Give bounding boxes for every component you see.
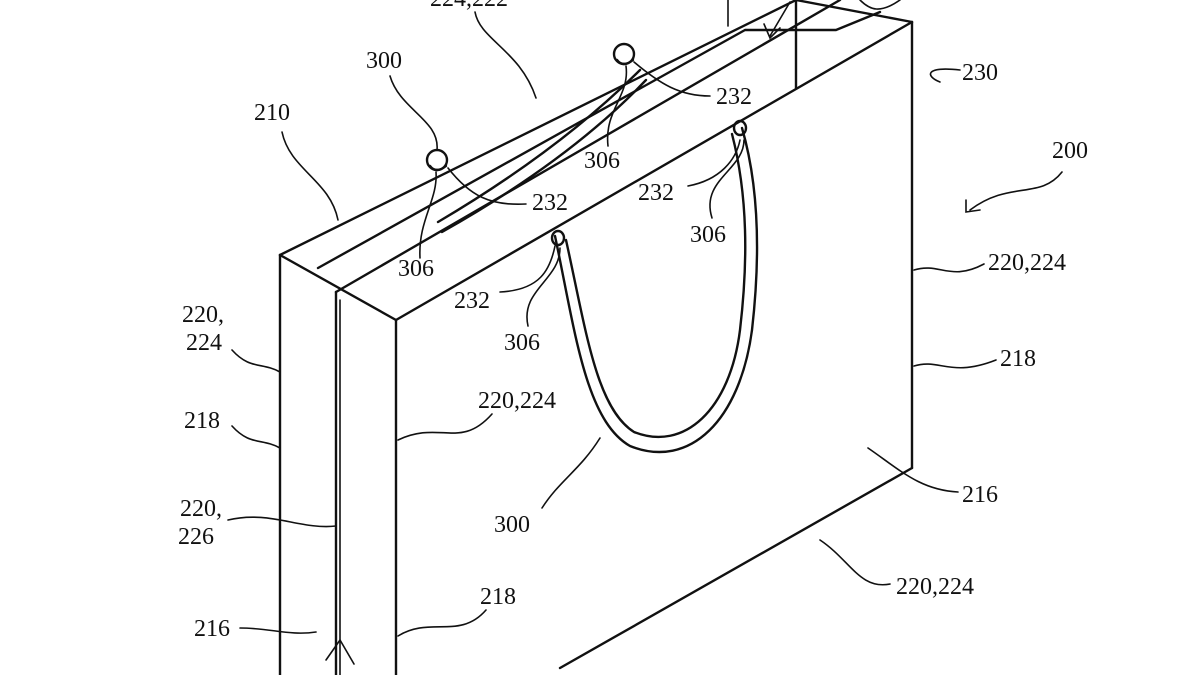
leader-arrow-down-head: [763, 23, 781, 40]
leader-232-d: [499, 245, 556, 293]
label-232-d: 232: [454, 288, 490, 314]
reference-labels: 224,222 300 210 306 232 306 232 230 200 …: [178, 0, 1088, 642]
leader-arrow-down: [769, 1, 791, 37]
label-300-top: 300: [366, 48, 402, 74]
label-218-b: 218: [480, 584, 516, 610]
leader-top-partial: [474, 11, 537, 99]
label-210: 210: [254, 100, 290, 126]
leader-306-a: [419, 171, 437, 259]
leader-306-c: [709, 139, 745, 219]
label-306-b: 306: [584, 148, 620, 174]
label-220-left-1: 220,: [182, 302, 224, 328]
back-hole-left-rope: [428, 164, 448, 172]
label-218-a: 218: [1000, 346, 1036, 372]
label-220-224-a: 220,224: [988, 250, 1066, 276]
leader-232-b: [633, 61, 711, 97]
inner-rim-front: [334, 0, 842, 294]
front-top-edge: [394, 20, 914, 322]
bag-outline: [278, 0, 914, 675]
leader-220-224-c: [819, 539, 891, 586]
back-handle-holes: [425, 42, 648, 234]
front-hole-left: [550, 229, 566, 247]
label-226-left: 226: [178, 524, 214, 550]
back-top-edge: [278, 0, 798, 257]
label-200: 200: [1052, 138, 1088, 164]
label-top-partial: 224,222: [430, 0, 508, 12]
leader-220-left-2: [227, 516, 337, 528]
front-handle-outer: [553, 126, 759, 454]
label-232-a: 232: [532, 190, 568, 216]
back-hole-right-rope: [615, 58, 635, 66]
leader-220-224-b: [397, 413, 493, 441]
leader-232-c: [687, 139, 741, 187]
leader-lines: [227, 0, 1063, 637]
label-306-d: 306: [504, 330, 540, 356]
front-handle-inner: [564, 132, 747, 438]
leader-300-top: [389, 75, 438, 151]
leader-200-head: [965, 199, 981, 213]
back-handle-cord: [436, 68, 642, 224]
label-220-224-b: 220,224: [478, 388, 556, 414]
label-220-left-2: 220,: [180, 496, 222, 522]
leader-200: [969, 171, 1063, 211]
label-218-left: 218: [184, 408, 220, 434]
front-hole-right: [732, 119, 748, 137]
left-rim-edge: [278, 253, 398, 322]
label-306-c: 306: [690, 222, 726, 248]
leader-218-a: [913, 359, 997, 369]
leader-306-d: [526, 247, 561, 327]
label-220-224-c: 220,224: [896, 574, 974, 600]
label-232-b: 232: [716, 84, 752, 110]
label-216-a: 216: [962, 482, 998, 508]
leader-230: [929, 68, 961, 83]
leader-306-b: [606, 65, 628, 147]
leader-216-left: [239, 627, 317, 634]
label-300-bottom: 300: [494, 512, 530, 538]
leader-220-left-1: [231, 349, 281, 373]
bottom-gusset: [325, 638, 355, 665]
front-handle: [550, 119, 759, 454]
label-224-left-1: 224: [186, 330, 222, 356]
leader-220-224-a: [913, 263, 985, 273]
right-rim-edge: [794, 0, 914, 24]
leader-300-bottom: [541, 437, 601, 509]
leader-partial-right: [859, 0, 901, 10]
back-handle-cord-inner: [440, 78, 648, 234]
leader-232-a: [447, 167, 527, 206]
leader-216-a: [867, 447, 959, 493]
label-230: 230: [962, 60, 998, 86]
label-216-left: 216: [194, 616, 230, 642]
label-306-a: 306: [398, 256, 434, 282]
leader-218-b: [397, 609, 487, 637]
leader-210: [281, 131, 339, 221]
leader-218-left: [231, 425, 281, 449]
label-232-c: 232: [638, 180, 674, 206]
front-bottom-edge: [558, 466, 914, 670]
